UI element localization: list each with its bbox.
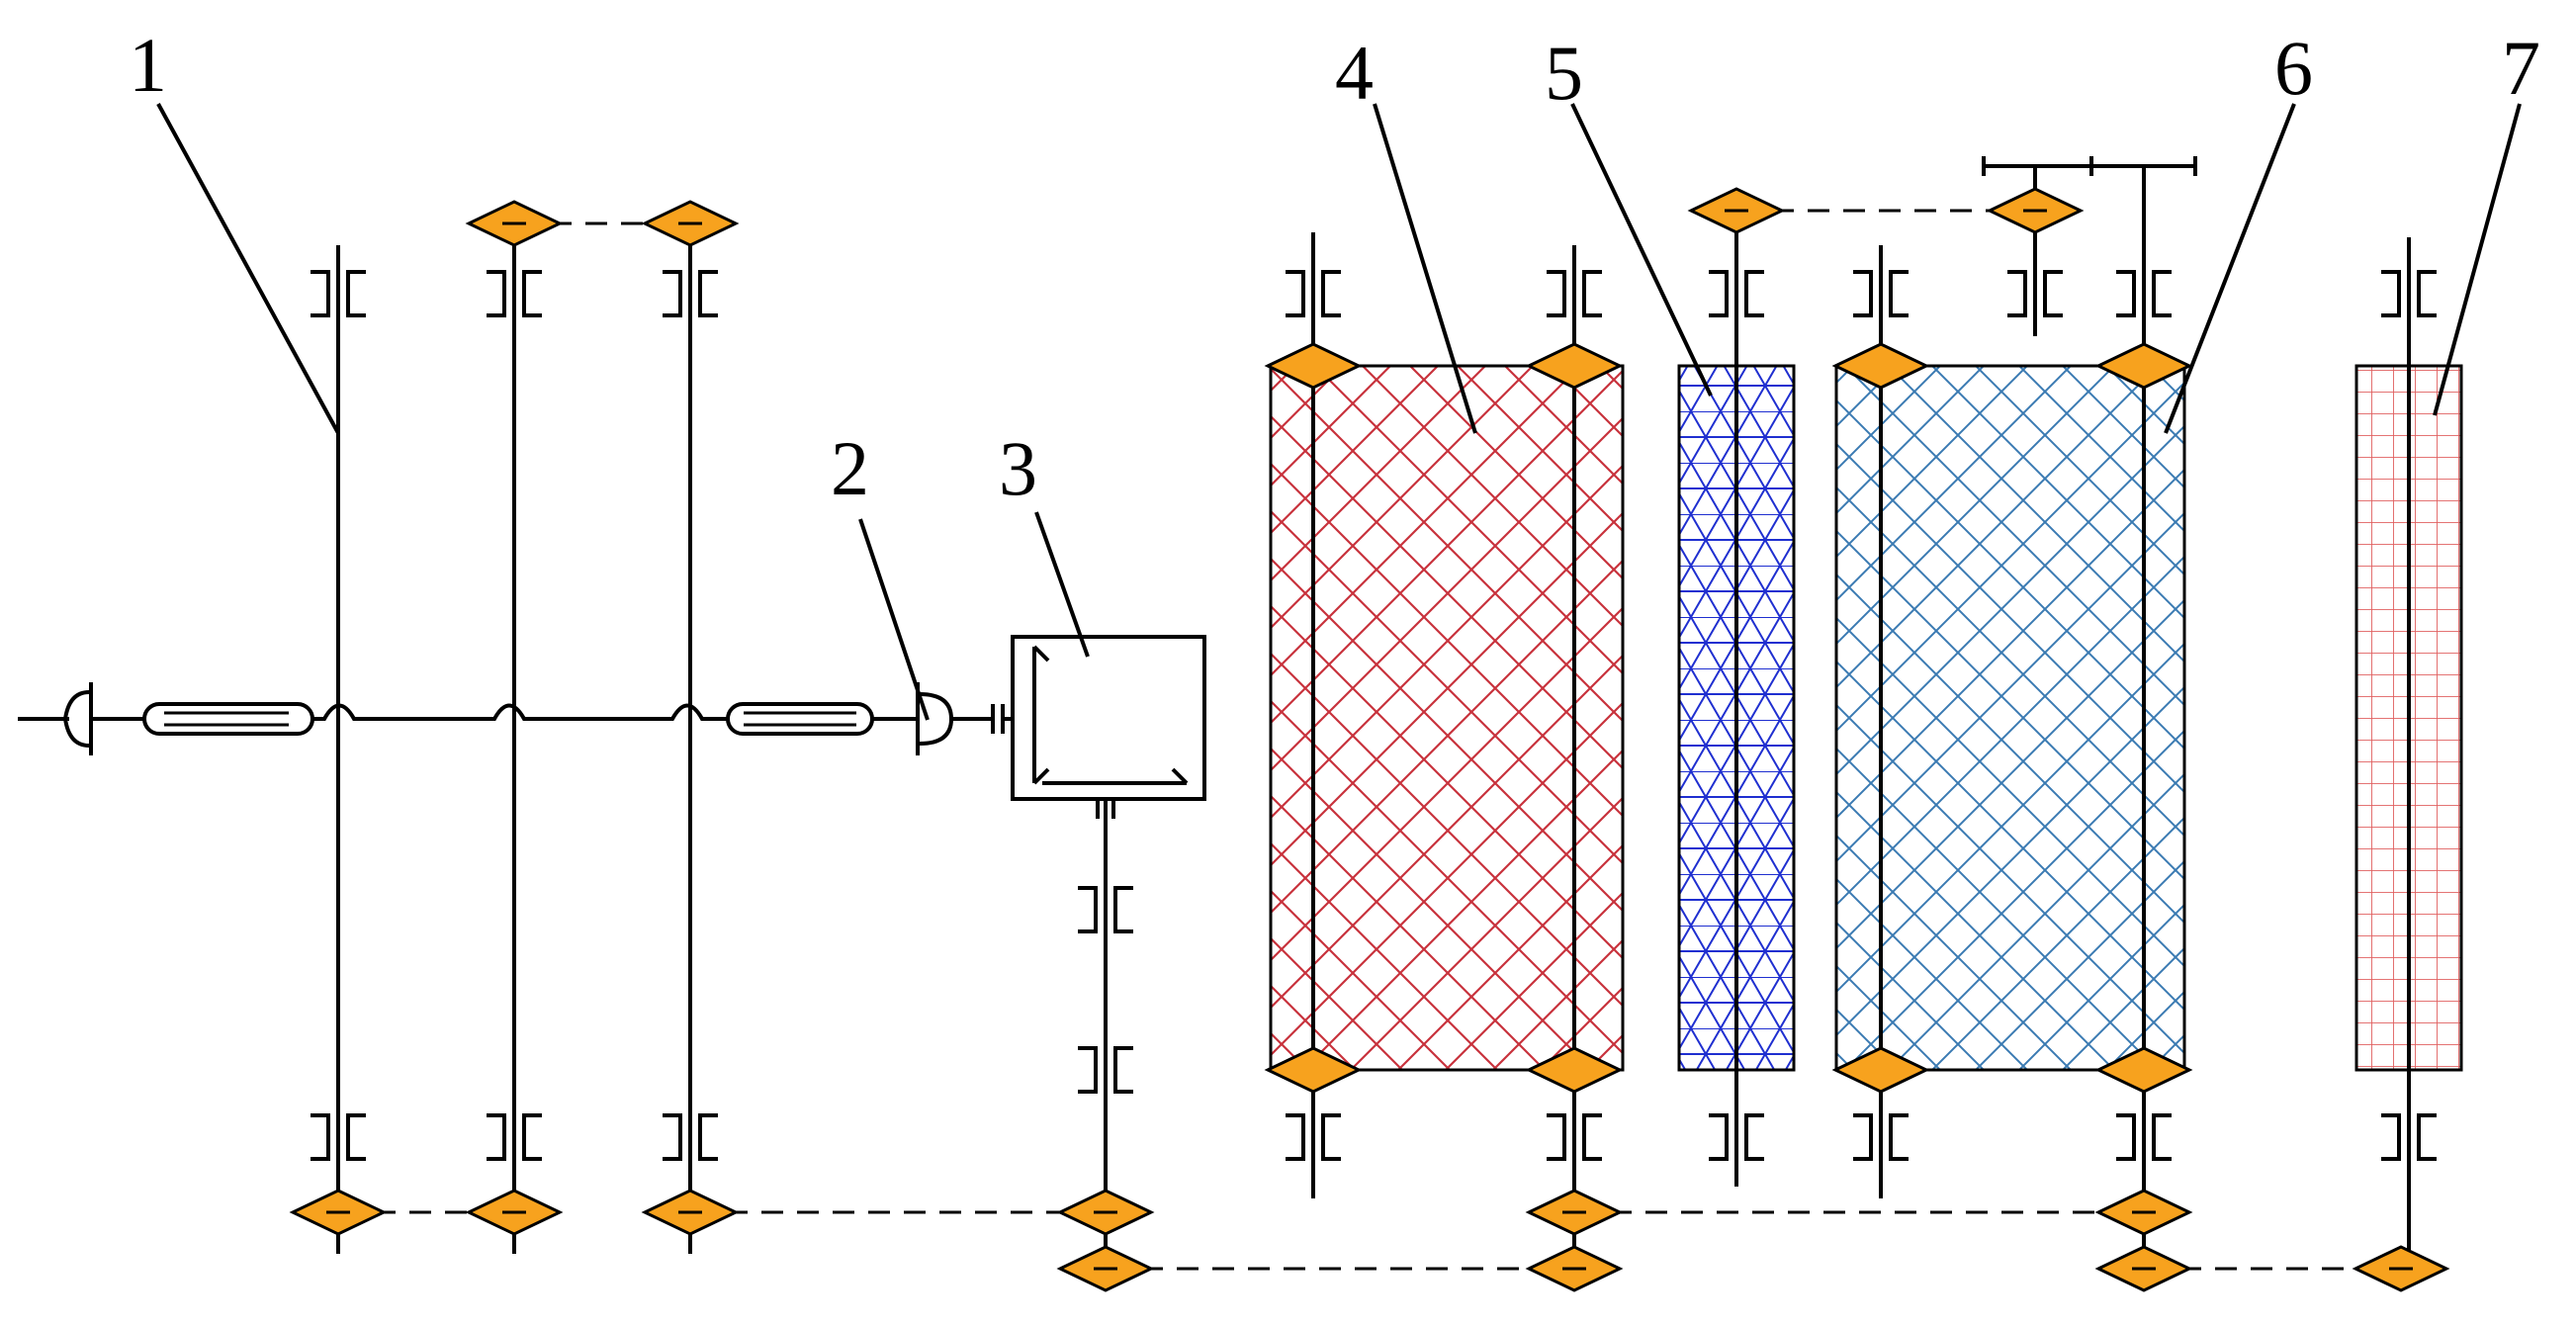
callout-4: 4 [1335,30,1374,116]
sprocket-icon [641,200,740,247]
gearbox [1011,635,1206,819]
callout-2: 2 [831,425,869,511]
bearing-bracket-icon [663,270,718,317]
drive-shaft [18,682,1013,755]
roller-sprocket-icon [1264,342,1363,390]
sprocket-icon [2094,1245,2193,1292]
bearing-bracket-icon [1547,1113,1602,1161]
bearing-bracket-icon [487,1113,542,1161]
bearing-bracket-icon [487,270,542,317]
bearing-bracket-icon [2007,270,2063,317]
sprocket-icon [1056,1245,1155,1292]
roller-5 [1677,364,1796,1072]
roller-6 [1834,364,2186,1072]
callout-7: 7 [2502,25,2540,111]
bearing-bracket-icon [1709,270,1764,317]
sprocket-icon [1056,1189,1155,1236]
sprocket-icon [2352,1245,2450,1292]
roller-sprocket-icon [2094,1046,2193,1094]
bearing-bracket-icon [1078,886,1133,933]
bearing-bracket-icon [2116,1113,2172,1161]
bearing-bracket-icon [1286,1113,1341,1161]
callout-6: 6 [2274,25,2313,111]
roller-sprocket-icon [1831,342,1930,390]
roller-sprocket-icon [1831,1046,1930,1094]
roller-7 [2354,364,2463,1072]
roller-sprocket-icon [2094,342,2193,390]
sprocket-icon [465,200,564,247]
bearing-bracket-icon [1078,1046,1133,1094]
bearing-bracket-icon [311,270,366,317]
bearing-bracket-icon [1547,270,1602,317]
sprocket-icon [641,1189,740,1236]
sprocket-icon [1986,187,2085,234]
bearings [311,270,2437,1161]
sprocket-icon [1525,1189,1624,1236]
bearing-bracket-icon [2381,270,2437,317]
roller-sprocket-icon [1264,1046,1363,1094]
tension-bar [1982,156,2197,336]
sprocket-icon [1687,187,1786,234]
sprocket-icon [289,1189,388,1236]
bearing-bracket-icon [1853,1113,1909,1161]
bearing-bracket-icon [1853,270,1909,317]
sprockets [289,187,2450,1292]
bearing-bracket-icon [1709,1113,1764,1161]
bearing-bracket-icon [2381,1113,2437,1161]
callout-5: 5 [1545,30,1583,116]
roller-sprocket-icon [1525,342,1624,390]
leader-lines [156,103,2522,721]
callout-3: 3 [999,425,1037,511]
roller-sprocket-icon [1525,1046,1624,1094]
sprocket-icon [1525,1245,1624,1292]
roller-4 [1269,364,1625,1072]
sprocket-icon [465,1189,564,1236]
callout-1: 1 [129,22,167,108]
bearing-bracket-icon [1286,270,1341,317]
bearing-bracket-icon [2116,270,2172,317]
bearing-bracket-icon [311,1113,366,1161]
bearing-bracket-icon [663,1113,718,1161]
sprocket-icon [2094,1189,2193,1236]
